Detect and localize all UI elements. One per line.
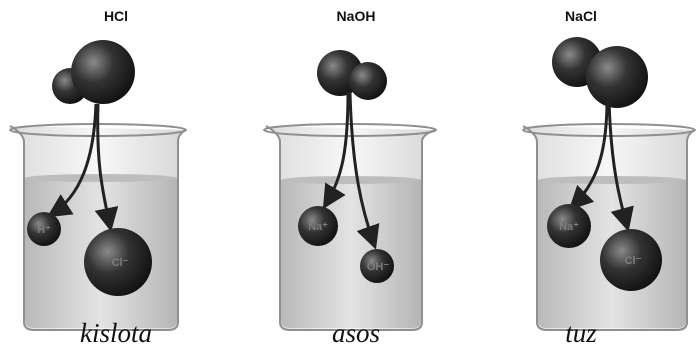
atom-cl [71, 40, 135, 104]
category-caption: tuz [465, 318, 697, 349]
beaker-illustration: Na⁺ Cl⁻ [465, 0, 697, 353]
panel-nacl: NaCl Na⁺ Cl⁻ tuz [465, 0, 697, 353]
ion-small-label: Na⁺ [559, 221, 579, 233]
ion-small-label: Na⁺ [308, 221, 328, 233]
ion-large-label: OH⁻ [367, 261, 390, 273]
category-caption: asos [240, 318, 472, 349]
atom-oh [349, 62, 387, 100]
ion-small-label: H⁺ [37, 224, 51, 236]
liquid [281, 180, 421, 328]
beaker-illustration: Na⁺ OH⁻ [240, 0, 472, 353]
atom-cl [586, 46, 648, 108]
beaker-illustration: H⁺ Cl⁻ [0, 0, 232, 353]
ion-large-label: Cl⁻ [625, 255, 642, 267]
category-caption: kislota [0, 318, 232, 349]
panel-naoh: NaOH Na⁺ OH⁻ asos [240, 0, 472, 353]
ion-large-label: Cl⁻ [112, 257, 129, 269]
panel-hcl: HCl H⁺ Cl⁻ kislota [0, 0, 232, 353]
